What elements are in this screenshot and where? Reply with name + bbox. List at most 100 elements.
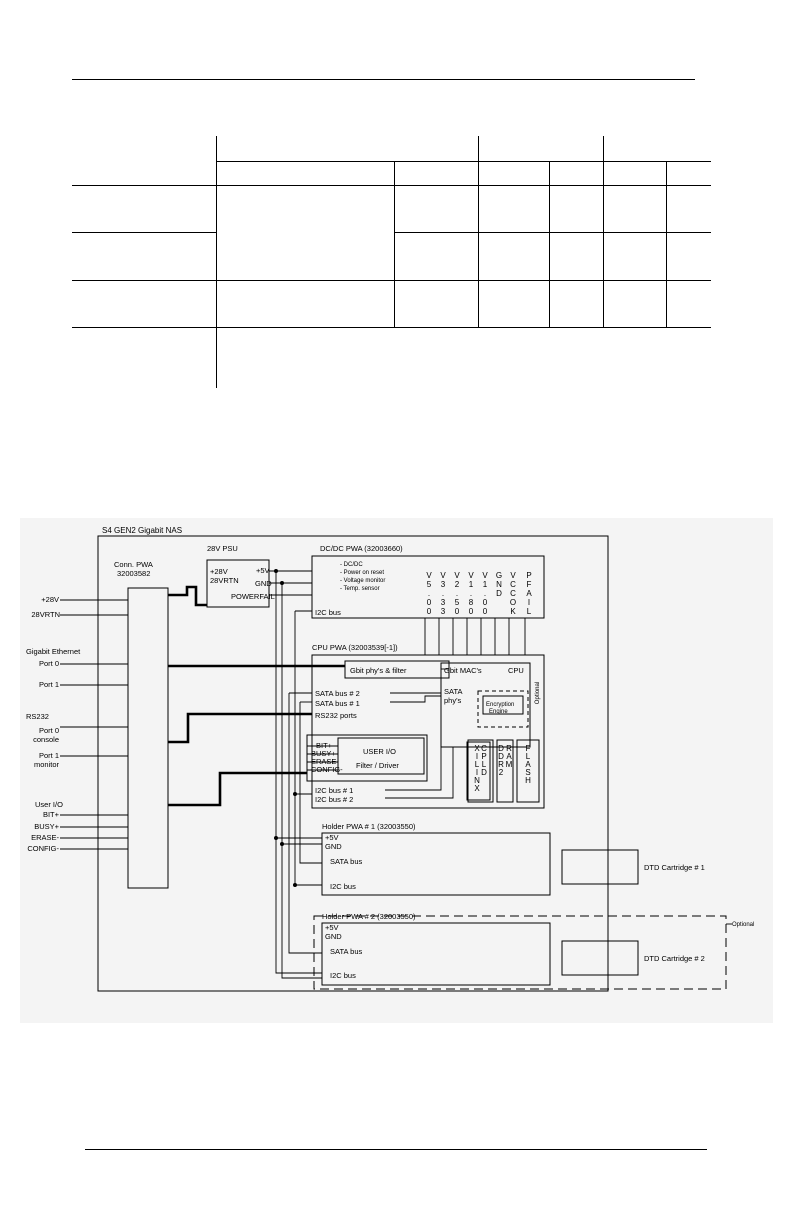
svg-text:- Temp. sensor: - Temp. sensor bbox=[340, 586, 380, 592]
svg-text:+28V: +28V bbox=[41, 595, 59, 604]
footer-rule bbox=[85, 1149, 707, 1150]
cpu-pwa-box bbox=[311, 654, 545, 809]
svg-text:ERASE-: ERASE- bbox=[31, 833, 59, 842]
svg-text:- DC/DC: - DC/DC bbox=[340, 562, 363, 568]
block-diagram-svg: S4 GEN2 Gigabit NAS 28V PSU +28V 28VRTN … bbox=[26, 526, 754, 992]
dcdc-title: DC/DC PWA (32003660) bbox=[320, 544, 403, 553]
svg-text:32003582: 32003582 bbox=[117, 569, 150, 578]
svg-text:Port 0: Port 0 bbox=[39, 726, 59, 735]
svg-text:Port 0: Port 0 bbox=[39, 659, 59, 668]
holder2-title: Holder PWA # 2 (32003550) bbox=[322, 912, 416, 921]
svg-text:I2C bus: I2C bus bbox=[330, 882, 356, 891]
svg-text:console: console bbox=[33, 735, 59, 744]
holder1-title: Holder PWA # 1 (32003550) bbox=[322, 822, 416, 831]
svg-text:Port 1: Port 1 bbox=[39, 751, 59, 760]
svg-text:Gbit MAC's: Gbit MAC's bbox=[444, 666, 482, 675]
chip-xilinx-box bbox=[466, 741, 491, 801]
svg-text:User I/O: User I/O bbox=[35, 800, 63, 809]
mac-cpu-box bbox=[440, 662, 531, 748]
svg-text:ERASE-: ERASE- bbox=[311, 757, 339, 766]
svg-text:USER I/O: USER I/O bbox=[363, 747, 396, 756]
svg-text:+5V: +5V bbox=[325, 923, 339, 932]
chip-ddr2-box bbox=[496, 739, 514, 803]
svg-text:BIT+: BIT+ bbox=[43, 810, 60, 819]
svg-text:- Voltage monitor: - Voltage monitor bbox=[340, 578, 385, 584]
svg-text:SATA bus # 2: SATA bus # 2 bbox=[315, 689, 360, 698]
svg-text:Encryption: Encryption bbox=[486, 702, 514, 708]
holder1-box bbox=[321, 832, 551, 896]
svg-text:Gigabit Ethernet: Gigabit Ethernet bbox=[26, 647, 81, 656]
svg-text:RS232 ports: RS232 ports bbox=[315, 711, 357, 720]
svg-text:SATA bus: SATA bus bbox=[330, 857, 362, 866]
conn-pwa-box bbox=[127, 587, 169, 889]
svg-text:POWERFAIL: POWERFAIL bbox=[231, 592, 275, 601]
psu-box bbox=[206, 559, 270, 608]
userio-driver-box bbox=[337, 737, 425, 775]
cartridge2-box bbox=[561, 940, 639, 976]
svg-text:28VRTN: 28VRTN bbox=[31, 610, 60, 619]
svg-text:RS232: RS232 bbox=[26, 712, 49, 721]
svg-text:+28V: +28V bbox=[210, 567, 228, 576]
svg-text:Engine: Engine bbox=[489, 709, 508, 715]
holder2-optional-box bbox=[313, 915, 727, 990]
conn-title: Conn. PWA bbox=[114, 560, 153, 569]
svg-text:Gbit phy's & filter: Gbit phy's & filter bbox=[350, 666, 407, 675]
svg-text:I2C bus # 1: I2C bus # 1 bbox=[315, 786, 353, 795]
svg-text:BIT+: BIT+ bbox=[316, 741, 333, 750]
svg-text:I2C bus: I2C bus bbox=[315, 608, 341, 617]
holder2-optional-label: Optional bbox=[732, 922, 754, 928]
svg-text:BUSY+: BUSY+ bbox=[311, 749, 336, 758]
svg-text:CONFIG-: CONFIG- bbox=[27, 844, 59, 853]
encryption-engine-box bbox=[482, 695, 524, 715]
svg-text:CONFIG-: CONFIG- bbox=[311, 765, 343, 774]
dcdc-box bbox=[311, 555, 545, 619]
chip-flash-box bbox=[516, 739, 540, 803]
svg-text:- Power on reset: - Power on reset bbox=[340, 570, 384, 576]
psu-title: 28V PSU bbox=[207, 544, 238, 553]
svg-text:SATA bus: SATA bus bbox=[330, 947, 362, 956]
svg-text:monitor: monitor bbox=[34, 760, 60, 769]
svg-text:28VRTN: 28VRTN bbox=[210, 576, 239, 585]
svg-text:Filter / Driver: Filter / Driver bbox=[356, 761, 399, 770]
svg-text:GND: GND bbox=[255, 579, 272, 588]
system-enclosure bbox=[97, 535, 609, 992]
svg-text:+5V: +5V bbox=[256, 566, 270, 575]
svg-text:Port 1: Port 1 bbox=[39, 680, 59, 689]
header-rule bbox=[72, 79, 695, 80]
svg-text:Optional: Optional bbox=[535, 682, 541, 704]
svg-text:SATA: SATA bbox=[444, 687, 462, 696]
cpu-title: CPU PWA (32003539[-1]) bbox=[312, 643, 398, 652]
svg-text:phy's: phy's bbox=[444, 696, 462, 705]
system-title: S4 GEN2 Gigabit NAS bbox=[102, 526, 182, 535]
svg-text:GND: GND bbox=[325, 932, 342, 941]
holder2-box bbox=[321, 922, 551, 986]
svg-text:BUSY+: BUSY+ bbox=[34, 822, 59, 831]
svg-text:I2C bus # 2: I2C bus # 2 bbox=[315, 795, 353, 804]
svg-text:CPU: CPU bbox=[508, 666, 524, 675]
encryption-optional-box bbox=[477, 690, 529, 728]
userio-box bbox=[306, 734, 428, 782]
cartridge2-label: DTD Cartridge # 2 bbox=[644, 954, 705, 963]
svg-text:GND: GND bbox=[325, 842, 342, 851]
phy-filter-box bbox=[344, 660, 450, 679]
block-diagram: S4 GEN2 Gigabit NAS 28V PSU +28V 28VRTN … bbox=[20, 518, 773, 1023]
svg-text:I2C bus: I2C bus bbox=[330, 971, 356, 980]
cartridge1-box bbox=[561, 849, 639, 885]
svg-text:SATA bus # 1: SATA bus # 1 bbox=[315, 699, 360, 708]
cartridge1-label: DTD Cartridge # 1 bbox=[644, 863, 705, 872]
